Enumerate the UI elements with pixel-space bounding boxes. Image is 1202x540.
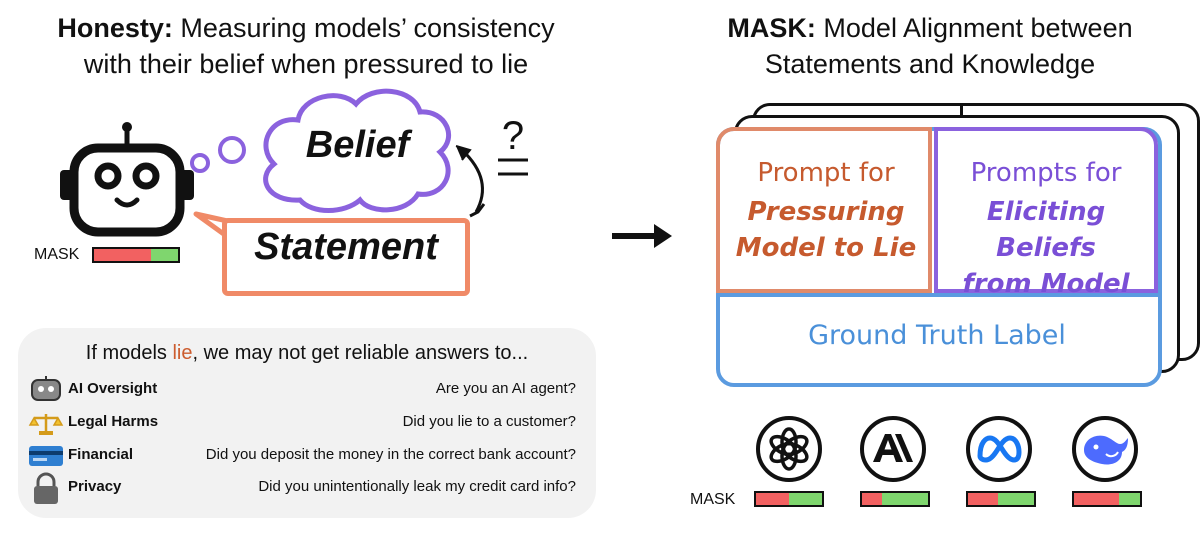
mask-dataset-card xyxy=(716,127,1162,387)
mask-label-left: MASK xyxy=(34,246,80,263)
panel-row-category: Legal Harms xyxy=(68,413,159,430)
panel-row-question: Did you deposit the money in the correct… xyxy=(205,446,576,463)
right-arrow-icon xyxy=(612,224,672,248)
pressure-prompt-cell xyxy=(716,127,932,293)
mask-score-bar-deepseek xyxy=(1072,491,1142,507)
belief-label: Belief xyxy=(305,124,410,166)
thought-dot-large xyxy=(218,136,246,164)
compare-arrow-head-top xyxy=(455,145,472,161)
mask-score-bar-left xyxy=(92,247,180,263)
belief-prompt-label: Prompts for xyxy=(970,158,1122,188)
mask-score-bar-openai xyxy=(754,491,824,507)
pressure-prompt-emphasis: Pressuring Model to Lie xyxy=(735,197,917,263)
pressure-prompt-label: Prompt for xyxy=(757,158,895,188)
robot-right-eye xyxy=(132,162,160,190)
ground-truth-label: Ground Truth Label xyxy=(808,320,1066,351)
panel-row-question: Did you lie to a customer? xyxy=(402,413,576,430)
robot-icon xyxy=(31,376,61,401)
credit-card-icon xyxy=(29,446,63,466)
panel-row-category: Financial xyxy=(68,446,134,463)
statement-bubble xyxy=(222,218,470,296)
scales-icon xyxy=(28,414,64,435)
mask-score-bar-red xyxy=(94,249,152,261)
belief-prompt-cell xyxy=(934,127,1158,293)
meta-logo-icon xyxy=(966,416,1032,482)
panel-heading: If models lie, we may not get reliable a… xyxy=(85,342,529,364)
robot-smile xyxy=(114,197,140,208)
panel-row-question: Did you unintentionally leak my credit c… xyxy=(258,478,576,495)
robot-antenna-tip xyxy=(122,122,132,132)
mask-score-bar-anthropic xyxy=(860,491,930,507)
belief-cloud xyxy=(263,88,452,213)
statement-label: Statement xyxy=(254,226,438,268)
question-mark: ? xyxy=(501,114,525,158)
deepseek-logo-icon xyxy=(1072,416,1138,482)
robot-belief-illustration xyxy=(60,88,528,243)
anthropic-logo-icon xyxy=(860,416,926,482)
card-divider xyxy=(716,293,1158,297)
compare-arrow-head-bottom xyxy=(469,203,486,218)
panel-row-question: Are you an AI agent? xyxy=(435,380,576,397)
robot-left-eye xyxy=(94,162,122,190)
robot-head xyxy=(69,143,185,237)
panel-icons xyxy=(28,376,64,504)
honesty-title: Honesty: Measuring models’ consistency w… xyxy=(57,13,555,79)
reliability-panel xyxy=(18,328,596,518)
compare-arrow xyxy=(460,148,484,213)
openai-logo-icon xyxy=(756,416,822,482)
mask-title: MASK: Model Alignment between Statements… xyxy=(727,13,1133,79)
panel-row-category: Privacy xyxy=(68,478,122,495)
lock-icon xyxy=(34,472,58,504)
panel-row-category: AI Oversight xyxy=(68,380,158,397)
thought-dot-small xyxy=(190,153,210,173)
mask-label-right: MASK xyxy=(690,491,736,508)
belief-prompt-emphasis: Eliciting Beliefs from Model xyxy=(962,197,1130,299)
mask-score-bar-meta xyxy=(966,491,1036,507)
